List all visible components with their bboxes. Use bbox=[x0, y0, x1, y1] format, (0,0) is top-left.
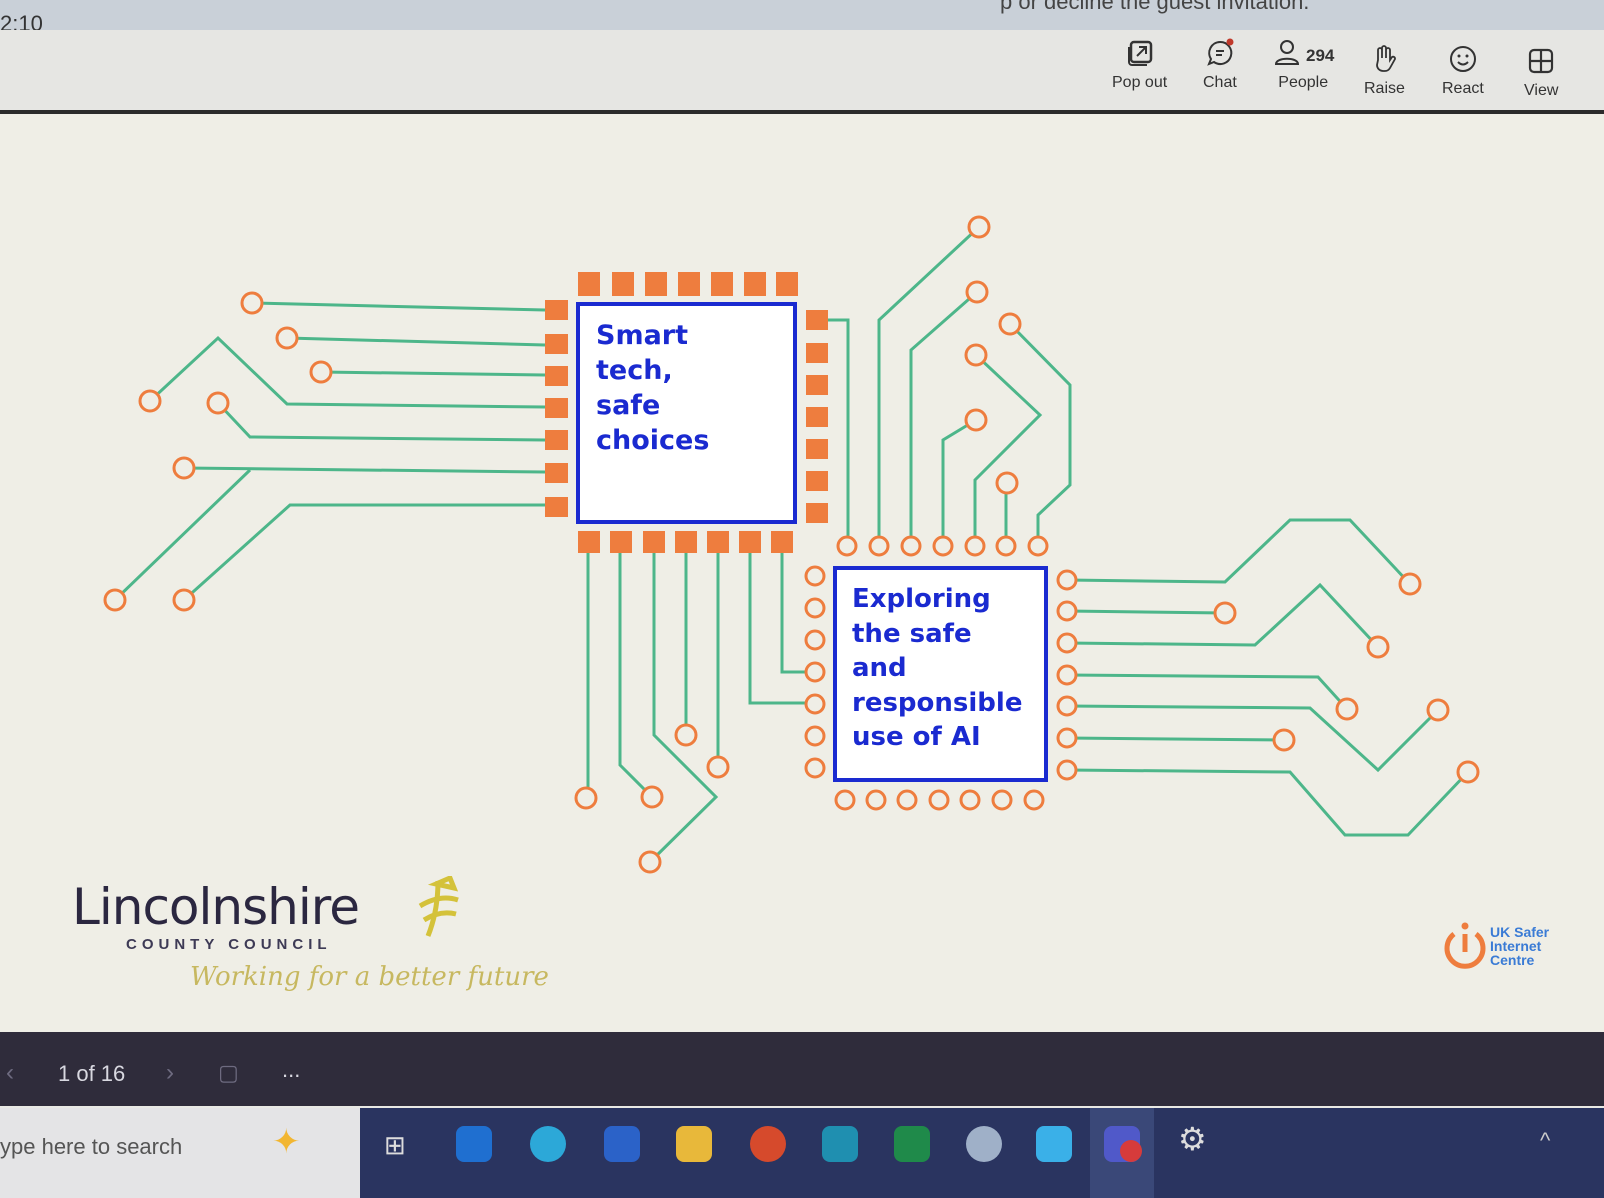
chat-button[interactable]: Chat bbox=[1203, 38, 1237, 92]
presenter-controls: ‹ 1 of 16 › ▢ ... bbox=[0, 1032, 1604, 1106]
people-label: People bbox=[1278, 74, 1329, 91]
chip1-body bbox=[576, 302, 797, 524]
more-options-button[interactable]: ... bbox=[282, 1057, 301, 1082]
pin-circles bbox=[103, 215, 1480, 874]
smiley-icon bbox=[1449, 46, 1476, 72]
lincolnshire-logo: Lincolnshire bbox=[72, 878, 360, 936]
shared-slide bbox=[0, 114, 1604, 1032]
react-button[interactable]: React bbox=[1442, 44, 1484, 98]
raise-hand-button[interactable]: Raise bbox=[1364, 44, 1405, 98]
people-button[interactable]: 294 People bbox=[1272, 38, 1334, 92]
publisher-icon[interactable] bbox=[822, 1126, 858, 1162]
people-count: 294 bbox=[1306, 46, 1335, 65]
pop-out-button[interactable]: Pop out bbox=[1112, 38, 1167, 92]
slide-sorter-icon[interactable]: ▢ bbox=[218, 1060, 239, 1085]
view-button[interactable]: View bbox=[1524, 46, 1558, 100]
outlook-icon[interactable] bbox=[456, 1126, 492, 1162]
meeting-toolbar: Pop out Chat 294 People Raise React View bbox=[0, 30, 1604, 114]
powerpoint-icon[interactable] bbox=[750, 1126, 786, 1162]
whiteboard-icon[interactable] bbox=[1036, 1126, 1072, 1162]
excel-icon[interactable] bbox=[894, 1126, 930, 1162]
chip1-pads bbox=[545, 272, 828, 553]
chat-label: Chat bbox=[1203, 74, 1237, 91]
slide-counter: 1 of 16 bbox=[58, 1061, 126, 1086]
pop-out-icon bbox=[1127, 40, 1152, 66]
banner-text: p or decline the guest invitation. bbox=[1000, 0, 1310, 14]
search-placeholder: ype here to search bbox=[0, 1134, 183, 1159]
snipping-tool-icon[interactable] bbox=[966, 1126, 1002, 1162]
teams-taskbar-button[interactable] bbox=[1090, 1108, 1154, 1198]
chip2-body bbox=[833, 566, 1048, 782]
raise-label: Raise bbox=[1364, 80, 1405, 97]
recording-indicator-icon bbox=[1120, 1140, 1142, 1162]
previous-slide-button[interactable]: ‹ bbox=[6, 1059, 14, 1086]
logo-tagline: Working for a better future bbox=[190, 962, 549, 992]
pop-out-label: Pop out bbox=[1112, 74, 1168, 91]
view-label: View bbox=[1524, 82, 1559, 99]
show-hidden-icons-chevron-icon[interactable]: ^ bbox=[1540, 1128, 1551, 1153]
power-info-icon bbox=[1444, 922, 1486, 969]
next-slide-button[interactable]: › bbox=[166, 1059, 174, 1086]
word-icon[interactable] bbox=[604, 1126, 640, 1162]
chat-icon bbox=[1207, 38, 1234, 66]
settings-gear-icon[interactable]: ⚙ bbox=[1178, 1121, 1207, 1157]
raise-hand-icon bbox=[1376, 45, 1397, 72]
daffodil-logo-icon bbox=[418, 876, 459, 937]
logo-subtitle: COUNTY COUNCIL bbox=[126, 936, 332, 953]
file-explorer-icon[interactable] bbox=[676, 1126, 712, 1162]
grid-view-icon bbox=[1529, 48, 1554, 74]
edge-icon[interactable] bbox=[530, 1126, 566, 1162]
people-icon bbox=[1274, 40, 1300, 65]
copilot-sparkle-icon: ✦ bbox=[272, 1123, 301, 1161]
react-label: React bbox=[1442, 80, 1484, 97]
taskbar-search[interactable]: ype here to search ✦ bbox=[0, 1108, 360, 1198]
windows-taskbar: ype here to search ✦ ⊞ ⚙ ^ bbox=[0, 1108, 1604, 1198]
task-view-icon[interactable]: ⊞ bbox=[384, 1130, 406, 1160]
